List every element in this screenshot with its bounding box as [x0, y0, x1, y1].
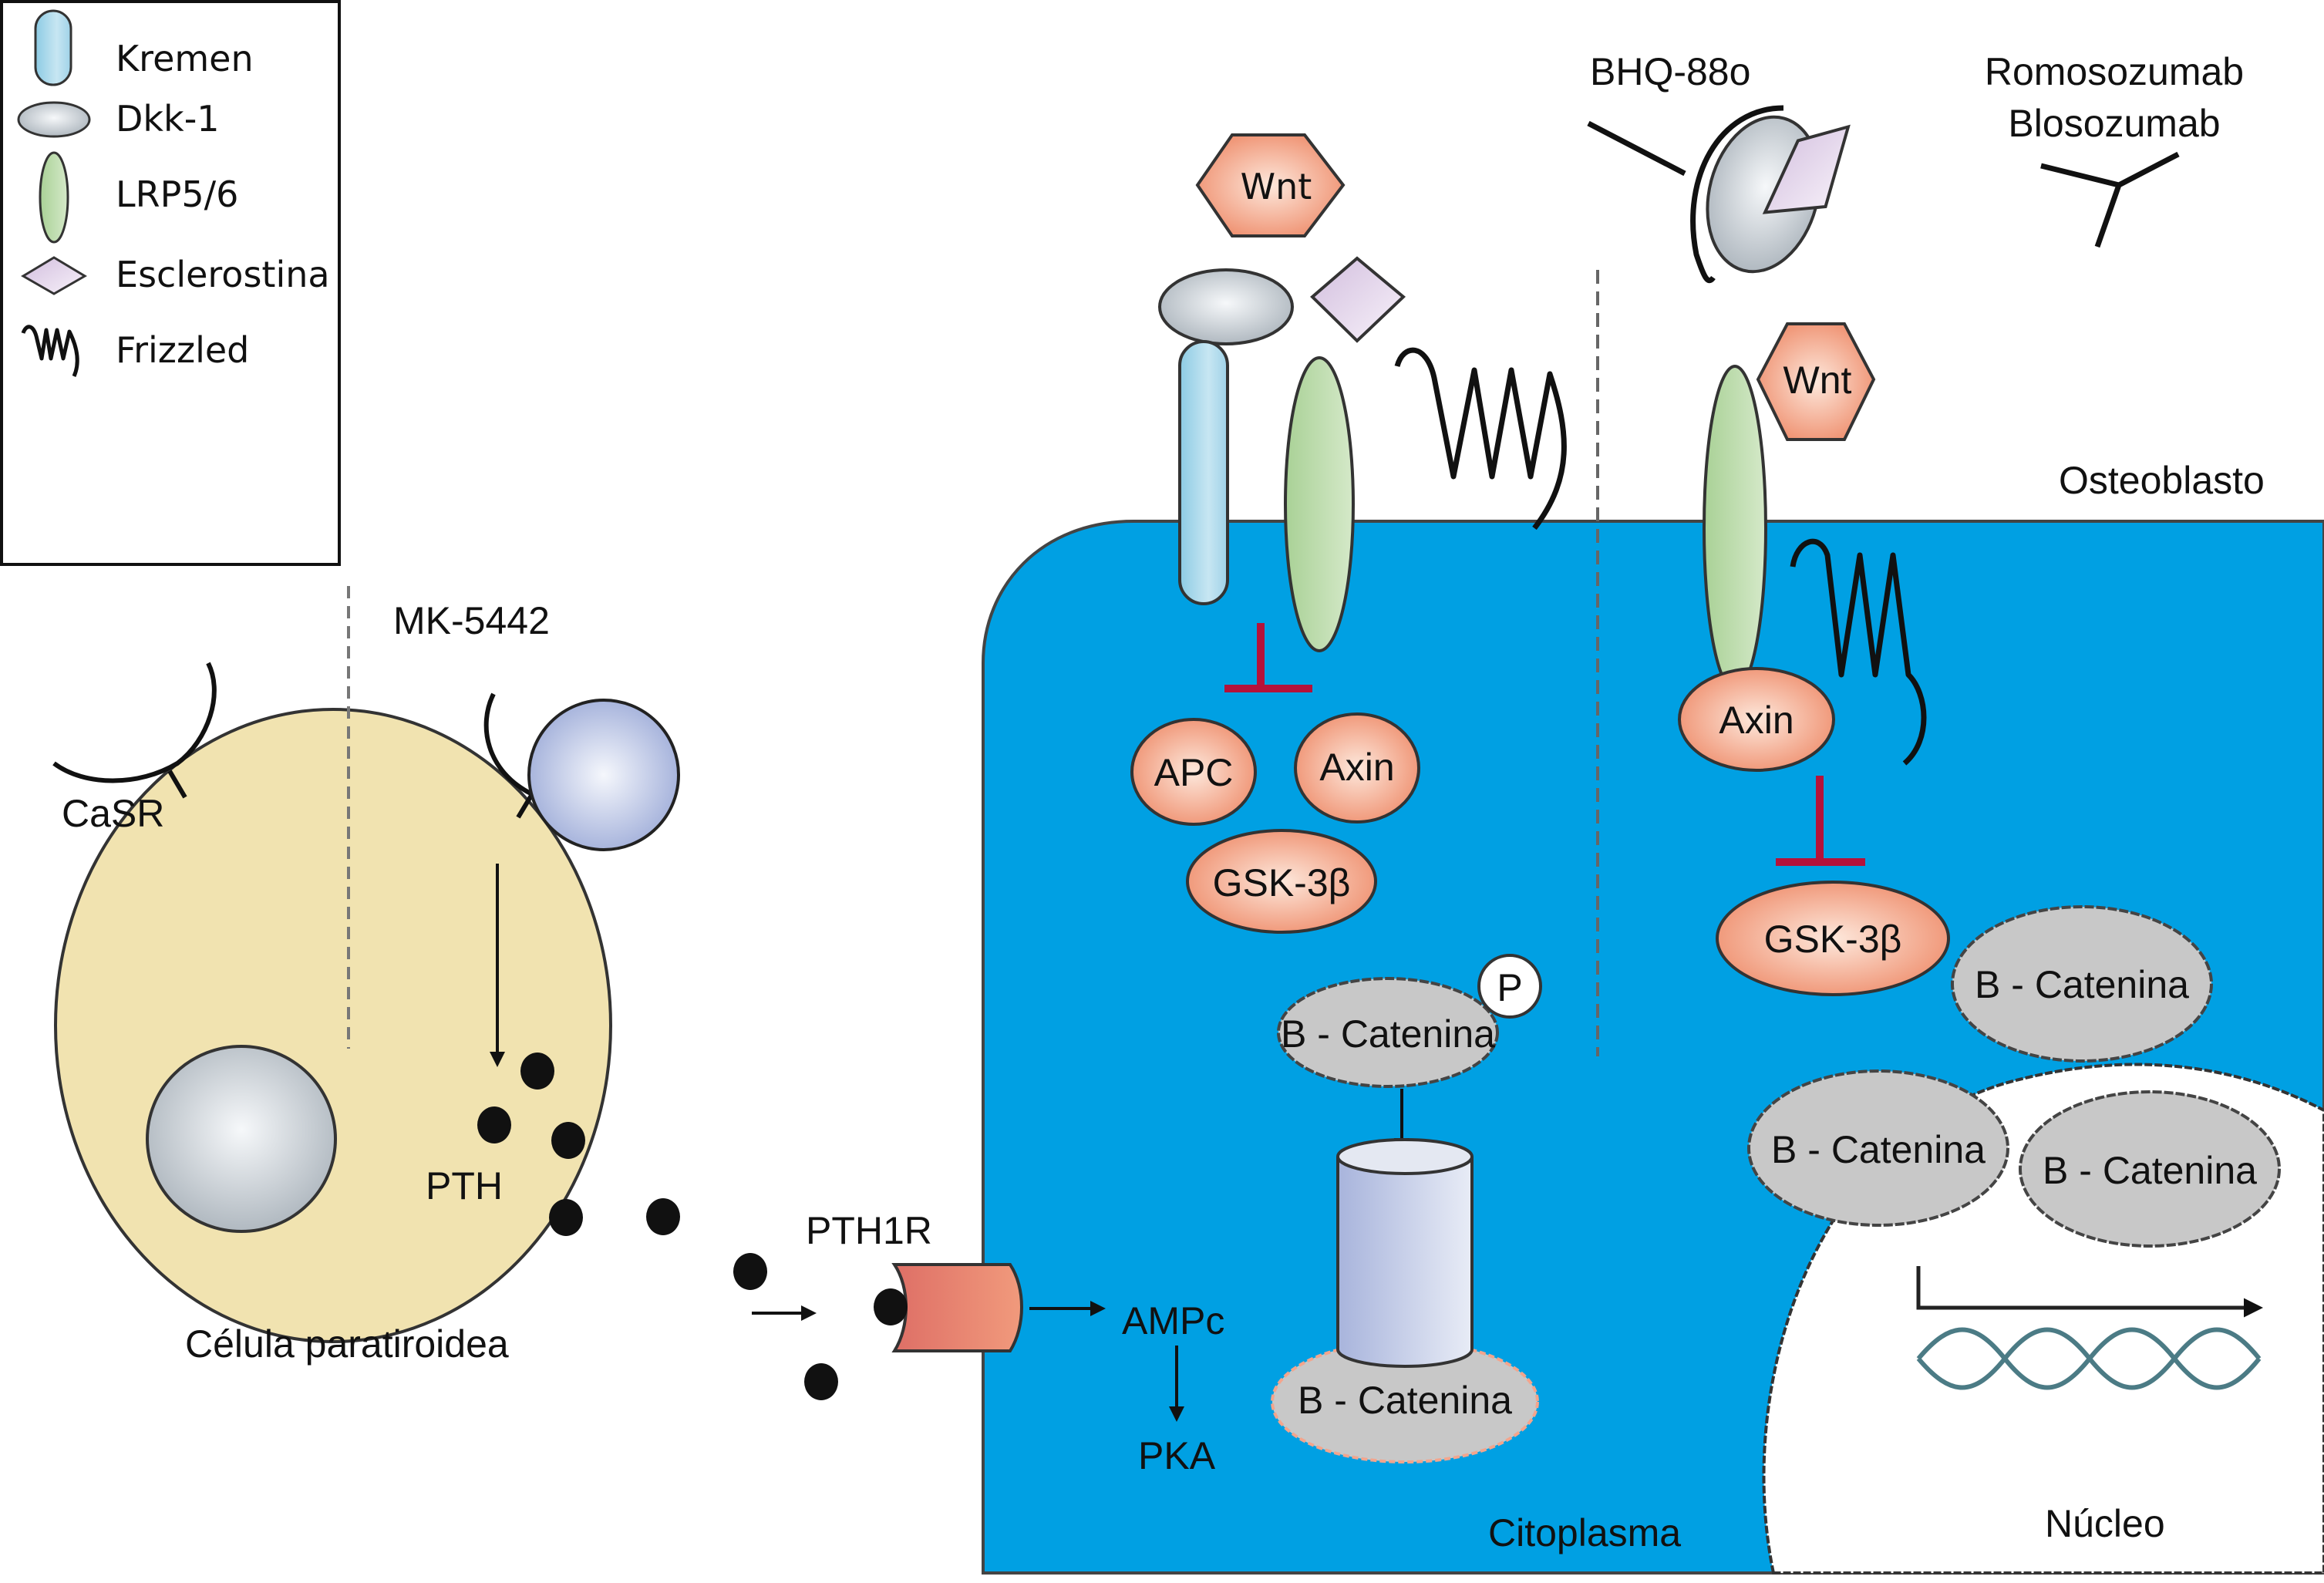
label-blosozumab: Blosozumab — [2008, 102, 2220, 145]
sclerostin-protein — [1310, 256, 1406, 343]
pth-granule — [549, 1199, 583, 1236]
lrp56-protein — [1284, 356, 1355, 652]
frizzled-receptor — [1394, 347, 1567, 530]
drug-label-mk5442: MK-5442 — [393, 599, 550, 642]
label-romosozumab: Romosozumab — [1985, 50, 2244, 93]
label-wnt-inactive: Wnt — [1241, 166, 1312, 207]
legend-label-dkk1: Dkk-1 — [116, 98, 220, 140]
legend-label-lrp56: LRP5/6 — [116, 173, 238, 215]
osteoblast-section: Osteoblasto Citoplasma Núcleo PTH1R AMPc… — [806, 133, 2324, 1575]
label-phosphate: P — [1497, 966, 1522, 1009]
beta-catenin-nuclear-1 — [1747, 1069, 2009, 1227]
sclerostin-diamond-icon — [21, 256, 87, 295]
pth-granule — [477, 1106, 511, 1143]
lrp56-protein-active — [1703, 365, 1767, 692]
drug-antibodies: BHQ-88o Romosozumab Blosozumab — [1587, 50, 2244, 284]
lrp56-ellipse-icon — [39, 151, 69, 244]
label-apc: APC — [1154, 751, 1234, 794]
kremen-protein — [1178, 340, 1229, 605]
label-pth: PTH — [426, 1164, 503, 1207]
label-beta-catenin-p: B - Catenina — [1281, 1012, 1495, 1056]
label-ampc: AMPc — [1122, 1299, 1224, 1342]
beta-catenin-phosphorylated — [1277, 977, 1499, 1088]
dna-helix-icon — [1916, 1327, 2262, 1390]
apc-protein — [1130, 718, 1257, 826]
legend-label-esclerostina: Esclerostina — [116, 254, 330, 295]
legend-label-frizzled: Frizzled — [116, 329, 249, 371]
transcription-arrow — [1916, 1266, 2263, 1318]
parathyroid-section: MK-5442 CaSR PTH — [52, 586, 838, 1400]
pth-granule — [520, 1053, 554, 1090]
label-pka: PKA — [1138, 1434, 1216, 1477]
frizzled-receptor-active — [1790, 538, 1927, 766]
anti-sclerostin-antibody-icon — [2040, 151, 2180, 248]
pth-granule — [733, 1253, 767, 1290]
inhibition-bar — [1224, 623, 1312, 692]
label-casr: CaSR — [62, 792, 164, 835]
casr-stem — [167, 770, 187, 799]
legend-label-kremen: Kremen — [116, 38, 254, 79]
axin-protein-active — [1678, 667, 1835, 772]
proteasome-top — [1336, 1138, 1474, 1175]
pth-granule — [646, 1198, 680, 1235]
dkk1-protein — [1158, 268, 1294, 345]
pth1r-receptor-icon — [891, 1263, 1023, 1352]
label-beta-catenin-nuclear-1: B - Catenina — [1771, 1128, 1986, 1171]
label-osteoblasto: Osteoblasto — [2059, 459, 2265, 502]
label-parathyroid-cell: Célula paratiroidea — [185, 1322, 509, 1366]
label-axin-inactive: Axin — [1319, 746, 1394, 789]
label-axin-active: Axin — [1719, 699, 1794, 742]
label-beta-catenin-nuclear-2: B - Catenina — [2043, 1149, 2257, 1192]
label-wnt-active: Wnt — [1783, 359, 1852, 402]
casr-receptor-icon — [52, 662, 217, 783]
label-beta-catenin-degraded: B - Catenina — [1298, 1379, 1512, 1422]
gsk3b-protein — [1186, 829, 1377, 934]
label-beta-catenin-stable: B - Catenina — [1975, 963, 2189, 1006]
sclerostin-bound-protein — [1762, 124, 1851, 214]
parathyroid-nucleus — [146, 1045, 337, 1233]
casr-ligand-icon — [527, 699, 680, 851]
beta-catenin-degraded — [1271, 1340, 1539, 1463]
beta-catenin-stable — [1951, 905, 2213, 1063]
label-bhq880: BHQ-88o — [1590, 50, 1750, 93]
frizzled-coil-icon — [21, 325, 79, 378]
wnt-ligand-icon — [1195, 133, 1346, 237]
label-gsk3b-active: GSK-3β — [1764, 918, 1902, 961]
beta-catenin-nuclear-2 — [2019, 1090, 2281, 1248]
casr-bound-stem — [516, 793, 534, 819]
proteasome-icon — [1336, 1157, 1474, 1368]
pth-granule — [804, 1363, 838, 1400]
label-citoplasma: Citoplasma — [1488, 1511, 1681, 1554]
phosphate-icon — [1477, 954, 1542, 1019]
pth-granule — [551, 1122, 585, 1159]
dkk1-ellipse-icon — [17, 101, 91, 138]
pth-granules — [477, 1053, 838, 1400]
label-nucleo: Núcleo — [2045, 1502, 2165, 1545]
inhibition-bar-active — [1776, 776, 1865, 866]
wnt-ligand-icon-active — [1756, 322, 1876, 441]
inactive-wnt-pathway: Wnt APC Axin GSK-3β B - Catenina P B - C… — [1130, 133, 1567, 1463]
pth-bound-granule — [874, 1288, 908, 1325]
active-wnt-pathway: Wnt Axin GSK-3β B - Catenina B - Catenin… — [1678, 322, 2281, 1248]
label-pth1r: PTH1R — [806, 1209, 932, 1252]
legend: Kremen Dkk-1 LRP5/6 Esclerostina Frizzle… — [0, 0, 341, 566]
axin-protein — [1294, 712, 1420, 823]
label-gsk3b-inactive: GSK-3β — [1213, 861, 1351, 904]
anti-dkk1-antibody-icon — [1587, 105, 1784, 284]
kremen-capsule-icon — [34, 9, 72, 86]
gsk3b-protein-active — [1716, 881, 1950, 996]
